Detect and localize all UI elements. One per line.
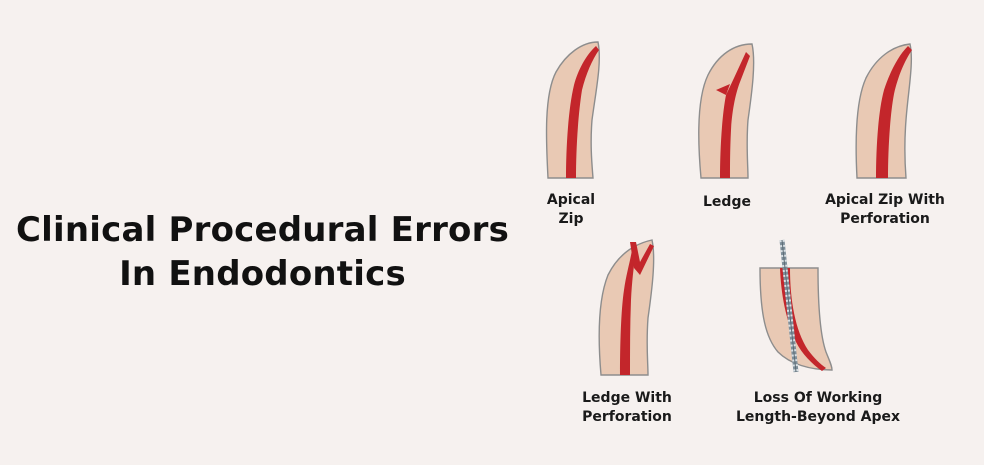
label-apical-zip-line-1: Apical xyxy=(546,192,596,208)
label-ledge-perforation-line-2: Perforation xyxy=(582,409,672,425)
label-apical-zip-perforation-line-1: Apical Zip With xyxy=(825,192,945,208)
label-working-length: Loss Of Working Length-Beyond Apex xyxy=(733,389,903,427)
label-working-length-line-2: Length-Beyond Apex xyxy=(735,409,901,425)
title-line-2: In Endodontics xyxy=(119,254,406,294)
label-apical-zip-perforation-line-2: Perforation xyxy=(840,211,930,227)
title-line-1: Clinical Procedural Errors xyxy=(15,210,510,250)
endodontic-file-icon xyxy=(779,239,799,373)
apical-zip-perforation-tooth-icon xyxy=(855,43,913,179)
label-apical-zip: Apical Zip xyxy=(531,191,611,229)
ledge-tooth-icon xyxy=(698,43,755,179)
label-ledge-perforation-line-1: Ledge With xyxy=(582,390,672,406)
label-ledge: Ledge xyxy=(687,193,767,212)
working-length-tooth-icon xyxy=(759,239,833,373)
label-ledge-perforation: Ledge With Perforation xyxy=(572,389,682,427)
label-apical-zip-line-2: Zip xyxy=(558,211,584,227)
label-ledge-line-1: Ledge xyxy=(703,194,751,210)
apical-zip-tooth-icon xyxy=(545,41,601,179)
ledge-perforation-tooth-icon xyxy=(598,239,655,376)
label-apical-zip-perforation: Apical Zip With Perforation xyxy=(815,191,955,229)
page-title: Clinical Procedural Errors In Endodontic… xyxy=(0,208,525,296)
label-working-length-line-1: Loss Of Working xyxy=(753,390,883,406)
